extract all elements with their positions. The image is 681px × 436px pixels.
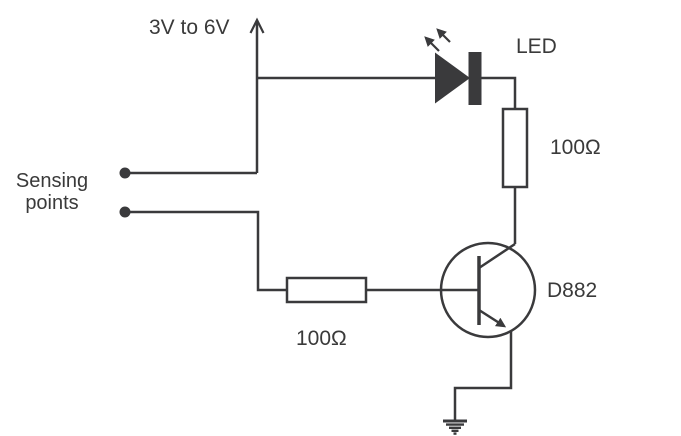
led-label: LED: [516, 35, 557, 58]
led-resistor-value-label: 100Ω: [550, 136, 601, 159]
sensing-point-bottom: [119, 206, 287, 292]
ground-icon: [443, 419, 467, 435]
transistor-part-label: D882: [547, 279, 598, 302]
sensing-point-top: [119, 167, 257, 179]
sensing-points-label: Sensing points: [15, 170, 89, 214]
supply-voltage-label: 3V to 6V: [149, 16, 230, 39]
wire-emitter-to-ground: [453, 331, 513, 421]
led-resistor-icon: [501, 107, 529, 189]
led-emission-arrows-icon: [424, 28, 451, 52]
wire-led-to-resistor: [481, 76, 517, 109]
power-supply-arrow-icon: [249, 17, 265, 173]
base-resistor-icon: [285, 276, 368, 304]
led-icon: [424, 28, 482, 105]
emitter-arrow-icon: [478, 308, 507, 328]
base-resistor-value-label: 100Ω: [296, 327, 347, 350]
